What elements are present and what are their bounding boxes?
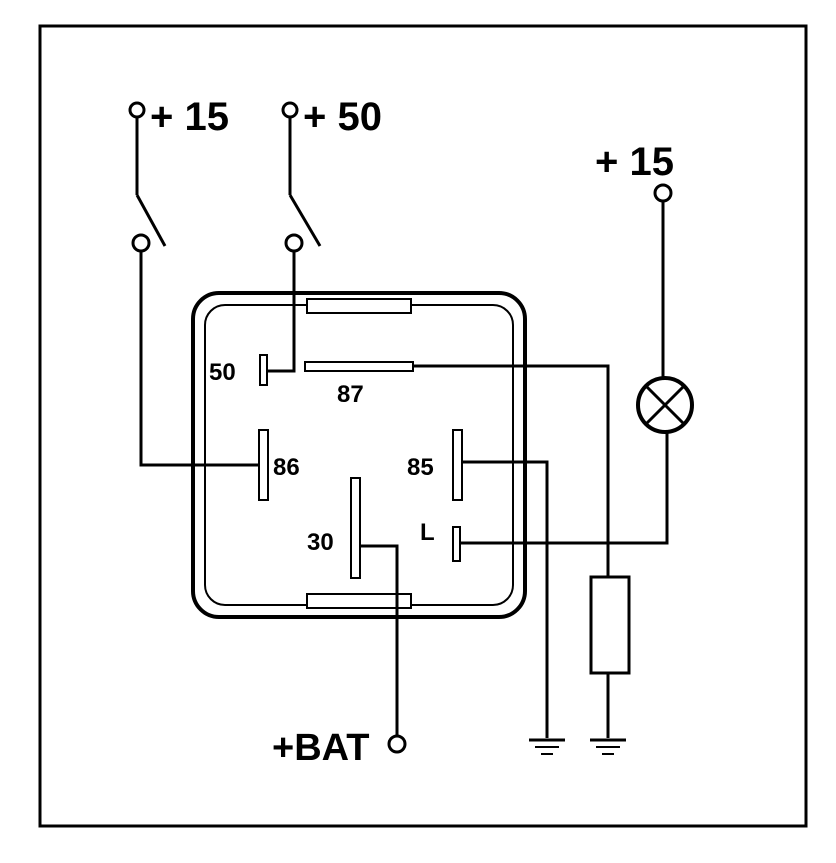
terminal-86-blade: [258, 429, 269, 501]
terminal-l-label: L: [420, 519, 435, 546]
diagram-frame: [38, 24, 808, 828]
battery-label: +BAT: [272, 727, 369, 769]
terminal-l-blade: [452, 526, 461, 562]
switch-15: [128, 101, 258, 467]
lamp-icon: [636, 376, 694, 434]
terminal-50-blade: [259, 354, 268, 386]
terminal-30-label: 30: [307, 529, 334, 556]
relay-housing: [191, 291, 527, 619]
wire-85: [462, 460, 549, 738]
resistor-icon: [589, 575, 631, 675]
battery-terminal: [387, 734, 407, 754]
ground-icon: [590, 738, 626, 755]
terminal-50-label: 50: [209, 359, 236, 386]
switch-50: [267, 101, 322, 373]
switch-50-label: + 50: [303, 95, 382, 139]
terminal-30-blade: [350, 477, 361, 579]
terminal-85-blade: [452, 429, 463, 501]
terminal-85-label: 85: [407, 454, 434, 481]
lamp-supply-label: + 15: [595, 140, 674, 184]
wire-87: [413, 364, 610, 577]
terminal-87-blade: [304, 361, 414, 372]
wire-30: [360, 544, 399, 736]
lamp-circuit: [460, 183, 694, 545]
terminal-87-label: 87: [337, 381, 364, 408]
terminal-86-label: 86: [273, 454, 300, 481]
switch-15-label: + 15: [150, 95, 229, 139]
ground-icon: [529, 738, 565, 755]
